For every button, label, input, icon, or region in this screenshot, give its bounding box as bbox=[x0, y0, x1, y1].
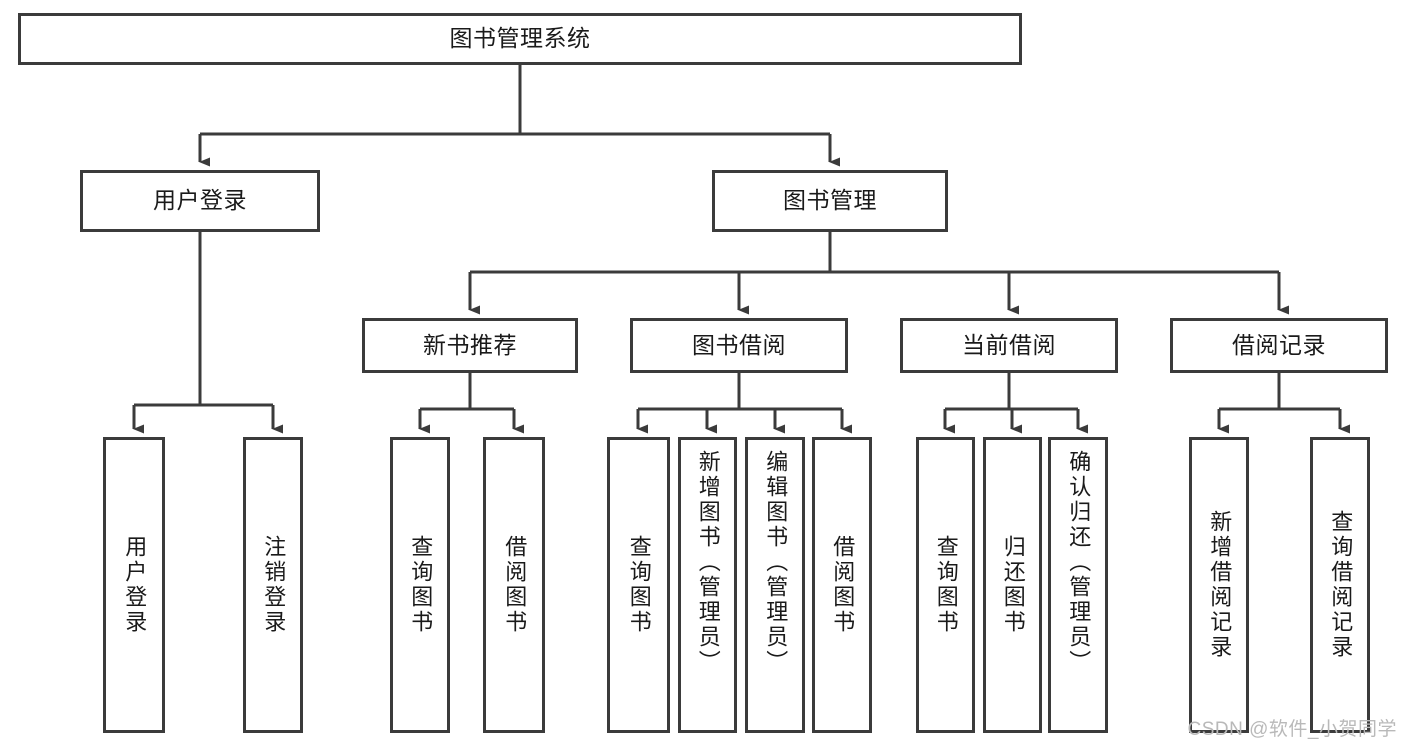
leaf-add-borrow-record[interactable]: 新增借阅记录 bbox=[1189, 437, 1249, 733]
watermark-text: CSDN @软件_小贺同学 bbox=[1187, 719, 1397, 740]
leaf-add-borrow-record-label: 新增借阅记录 bbox=[1207, 510, 1233, 660]
leaf-borrow-book-newbook[interactable]: 借阅图书 bbox=[483, 437, 545, 733]
node-book-borrow[interactable]: 图书借阅 bbox=[630, 318, 848, 373]
leaf-logout[interactable]: 注销登录 bbox=[243, 437, 303, 733]
leaf-query-book-current[interactable]: 查询图书 bbox=[916, 437, 975, 733]
leaf-borrow-book-borrow-label: 借阅图书 bbox=[830, 535, 856, 635]
leaf-user-login[interactable]: 用户登录 bbox=[103, 437, 165, 733]
node-book-management[interactable]: 图书管理 bbox=[712, 170, 948, 232]
leaf-query-book-newbook[interactable]: 查询图书 bbox=[390, 437, 450, 733]
node-new-book-recommend-label: 新书推荐 bbox=[423, 331, 517, 358]
node-book-management-label: 图书管理 bbox=[783, 187, 877, 214]
leaf-borrow-book-newbook-label: 借阅图书 bbox=[502, 535, 528, 635]
leaf-query-book-current-label: 查询图书 bbox=[933, 535, 959, 635]
leaf-add-book-admin[interactable]: 新增图书（管理员） bbox=[678, 437, 737, 733]
leaf-confirm-return-admin-label: 确认归还（管理员） bbox=[1066, 450, 1092, 675]
node-new-book-recommend[interactable]: 新书推荐 bbox=[362, 318, 578, 373]
leaf-return-book[interactable]: 归还图书 bbox=[983, 437, 1042, 733]
leaf-edit-book-admin-label: 编辑图书（管理员） bbox=[763, 450, 789, 675]
node-root[interactable]: 图书管理系统 bbox=[18, 13, 1022, 65]
node-current-borrow-label: 当前借阅 bbox=[962, 331, 1056, 358]
leaf-query-book-newbook-label: 查询图书 bbox=[408, 535, 434, 635]
node-current-borrow[interactable]: 当前借阅 bbox=[900, 318, 1118, 373]
node-borrow-record-label: 借阅记录 bbox=[1232, 331, 1326, 358]
node-user-login-label: 用户登录 bbox=[153, 187, 247, 214]
leaf-borrow-book-borrow[interactable]: 借阅图书 bbox=[812, 437, 872, 733]
leaf-user-login-label: 用户登录 bbox=[122, 535, 148, 635]
leaf-confirm-return-admin[interactable]: 确认归还（管理员） bbox=[1048, 437, 1108, 733]
leaf-return-book-label: 归还图书 bbox=[1000, 535, 1026, 635]
node-root-label: 图书管理系统 bbox=[449, 25, 591, 52]
node-borrow-record[interactable]: 借阅记录 bbox=[1170, 318, 1388, 373]
leaf-query-book-borrow-label: 查询图书 bbox=[626, 535, 652, 635]
node-book-borrow-label: 图书借阅 bbox=[692, 331, 786, 358]
leaf-query-borrow-record[interactable]: 查询借阅记录 bbox=[1310, 437, 1370, 733]
leaf-query-borrow-record-label: 查询借阅记录 bbox=[1328, 510, 1354, 660]
leaf-edit-book-admin[interactable]: 编辑图书（管理员） bbox=[745, 437, 805, 733]
leaf-logout-label: 注销登录 bbox=[261, 535, 287, 635]
leaf-add-book-admin-label: 新增图书（管理员） bbox=[695, 450, 721, 675]
node-user-login[interactable]: 用户登录 bbox=[80, 170, 320, 232]
leaf-query-book-borrow[interactable]: 查询图书 bbox=[607, 437, 670, 733]
